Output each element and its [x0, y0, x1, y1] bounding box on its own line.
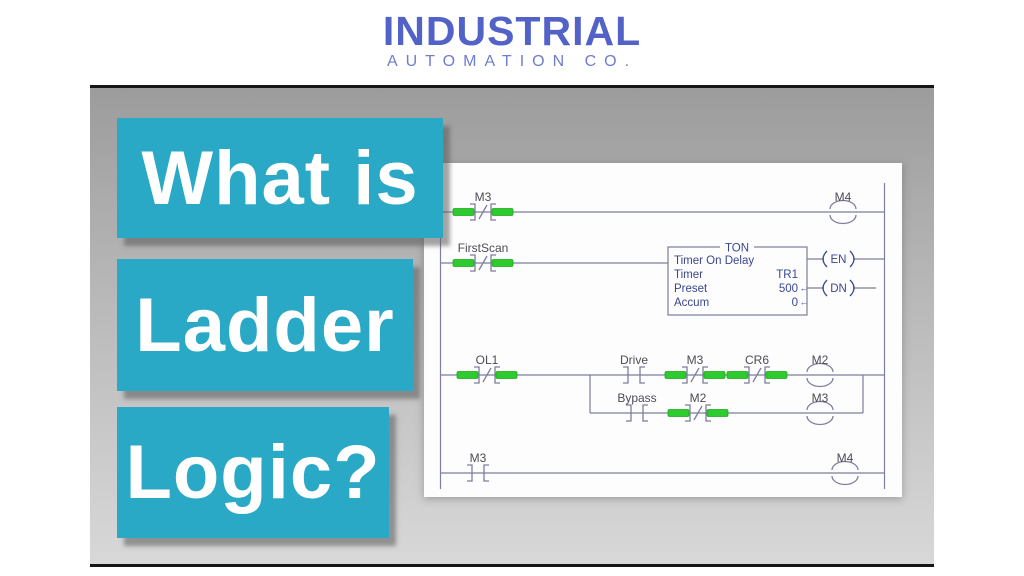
nc-contact-icon: [726, 366, 788, 384]
contact-label: M3: [470, 451, 487, 465]
coil-label: M2: [812, 353, 829, 367]
ladder-diagram-panel: M3 M4 FirstScan TON Timer On Delay Timer…: [424, 163, 902, 497]
timer-field-name: Timer: [674, 269, 703, 281]
timer-output-label: DN: [830, 283, 847, 295]
coil-label: M4: [835, 190, 852, 204]
timer-output-label: EN: [831, 254, 847, 266]
nc-contact-icon: [452, 254, 514, 272]
contact-label: FirstScan: [458, 241, 509, 255]
headline-text: What is: [141, 135, 419, 221]
coil-label: M3: [812, 391, 829, 405]
timer-title: Timer On Delay: [674, 255, 754, 267]
contact-label: M3: [475, 190, 492, 204]
contact-label: Bypass: [617, 391, 656, 405]
timer-field-name: Preset: [674, 283, 708, 295]
timer-block: [667, 246, 808, 316]
headline-text: Logic?: [125, 430, 381, 515]
nc-contact-icon: [456, 366, 518, 384]
logo-title: INDUSTRIAL: [382, 8, 642, 54]
headline-box-what-is: What is: [117, 118, 443, 238]
timer-field-value: TR1: [776, 269, 798, 281]
headline-text: Ladder: [135, 282, 395, 368]
contact-label: CR6: [745, 353, 769, 367]
timer-header-backing: [720, 242, 754, 253]
contact-label: M2: [690, 391, 707, 405]
timer-header: TON: [725, 243, 749, 255]
contact-label: M3: [687, 353, 704, 367]
nc-contact-icon: [667, 404, 729, 422]
headline-box-ladder: Ladder: [117, 259, 413, 391]
contact-label: Drive: [620, 353, 648, 367]
timer-field-value: 0: [792, 297, 798, 309]
nc-contact-icon: [664, 366, 726, 384]
value-arrow-icon: ←: [800, 283, 809, 293]
contact-label: OL1: [476, 353, 499, 367]
headline-box-logic: Logic?: [117, 407, 389, 538]
ladder-wires: [439, 183, 886, 489]
logo-subtitle: AUTOMATION CO.: [386, 53, 638, 71]
timer-field-name: Accum: [674, 297, 709, 309]
value-arrow-icon: ←: [800, 297, 809, 307]
coil-label: M4: [837, 451, 854, 465]
brand-logo: INDUSTRIAL AUTOMATION CO.: [0, 8, 1024, 71]
nc-contact-icon: [452, 203, 514, 221]
timer-field-value: 500: [779, 283, 798, 295]
ladder-diagram: M3 M4 FirstScan TON Timer On Delay Timer…: [439, 183, 886, 489]
